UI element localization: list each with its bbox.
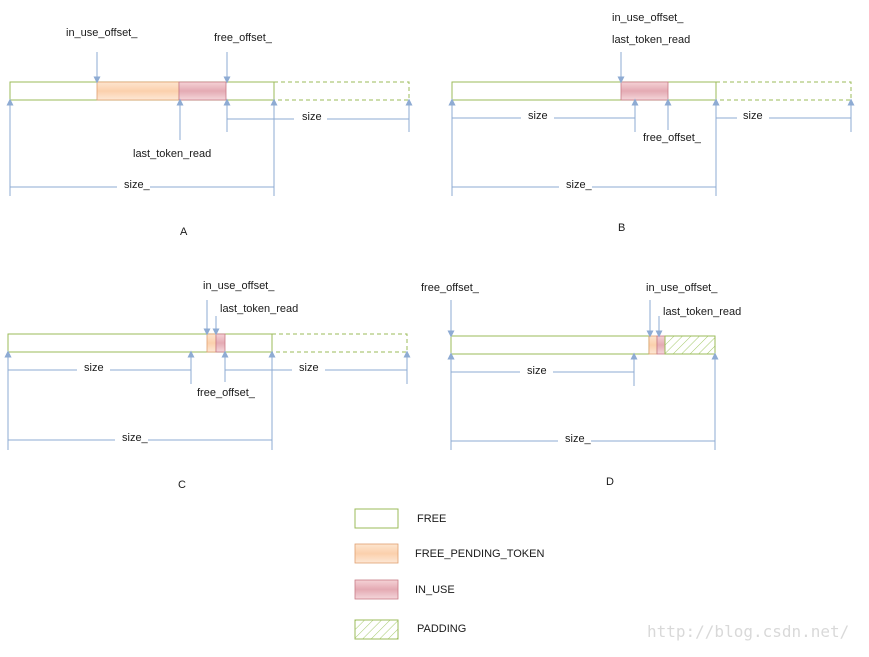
watermark: http://blog.csdn.net/ [647,622,849,641]
legend-inuse-swatch [354,579,399,600]
panel-b-in-use-offset-label: in_use_offset_ [612,12,684,24]
panel-b-free-block [451,81,717,101]
panel-b-size-right-label: size [743,110,763,122]
panel-a-free-ghost-block [273,81,410,101]
panel-b: in_use_offset_ last_token_read free_offs… [448,12,855,234]
panel-d-free-block [450,335,650,355]
panel-c-free-offset-label: free_offset_ [197,387,256,399]
panel-b-caption: B [618,222,625,234]
panel-c-pending-block [206,333,217,353]
panel-a-size-total-label: size_ [124,179,151,191]
panel-c-size-right-label: size [299,362,319,374]
panel-a-in-use-offset-label: in_use_offset_ [66,27,138,39]
legend-inuse-label: IN_USE [415,584,455,596]
panel-a-caption: A [180,226,188,238]
panel-a-inuse-block [178,81,227,101]
legend-padding-swatch [354,619,399,640]
panel-d-size-left-label: size [527,365,547,377]
panel-d-free-offset-label: free_offset_ [421,282,480,294]
panel-c-free-block [7,333,273,353]
panel-c-size-total-label: size_ [122,432,149,444]
panel-b-inuse-block [620,81,669,101]
panel-d-caption: D [606,476,614,488]
panel-d-pending-block [648,335,658,355]
panel-b-free-ghost-block [715,81,852,101]
panel-b-free-offset-label: free_offset_ [643,132,702,144]
legend-padding-label: PADDING [417,623,466,635]
panel-a-last-token-label: last_token_read [133,148,211,160]
panel-a: in_use_offset_ free_offset_ last_token_r… [6,27,413,238]
panel-a-free-offset-label: free_offset_ [214,32,273,44]
panel-d-padding-block [664,335,716,355]
legend: FREE FREE_PENDING_TOKEN IN_USE PADDING [354,508,544,640]
panel-b-last-token-label: last_token_read [612,34,690,46]
panel-a-pending-block [96,81,180,101]
panel-c-in-use-offset-label: in_use_offset_ [203,280,275,292]
legend-pending-label: FREE_PENDING_TOKEN [415,548,544,560]
panel-a-size-label: size [302,111,322,123]
panel-c-caption: C [178,479,186,491]
panel-c-free-ghost-block [271,333,408,353]
panel-d-in-use-offset-label: in_use_offset_ [646,282,718,294]
legend-free-swatch [354,508,399,529]
panel-c: in_use_offset_ last_token_read free_offs… [4,280,411,491]
legend-pending-swatch [354,543,399,564]
panel-d-size-total-label: size_ [565,433,592,445]
panel-c-size-left-label: size [84,362,104,374]
panel-b-size-left-label: size [528,110,548,122]
panel-c-inuse-block [215,333,226,353]
panel-d-inuse-block [656,335,666,355]
panel-d-last-token-label: last_token_read [663,306,741,318]
panel-b-size-total-label: size_ [566,179,593,191]
legend-free-label: FREE [417,513,446,525]
panel-c-last-token-label: last_token_read [220,303,298,315]
panel-d: free_offset_ in_use_offset_ last_token_r… [421,282,741,488]
